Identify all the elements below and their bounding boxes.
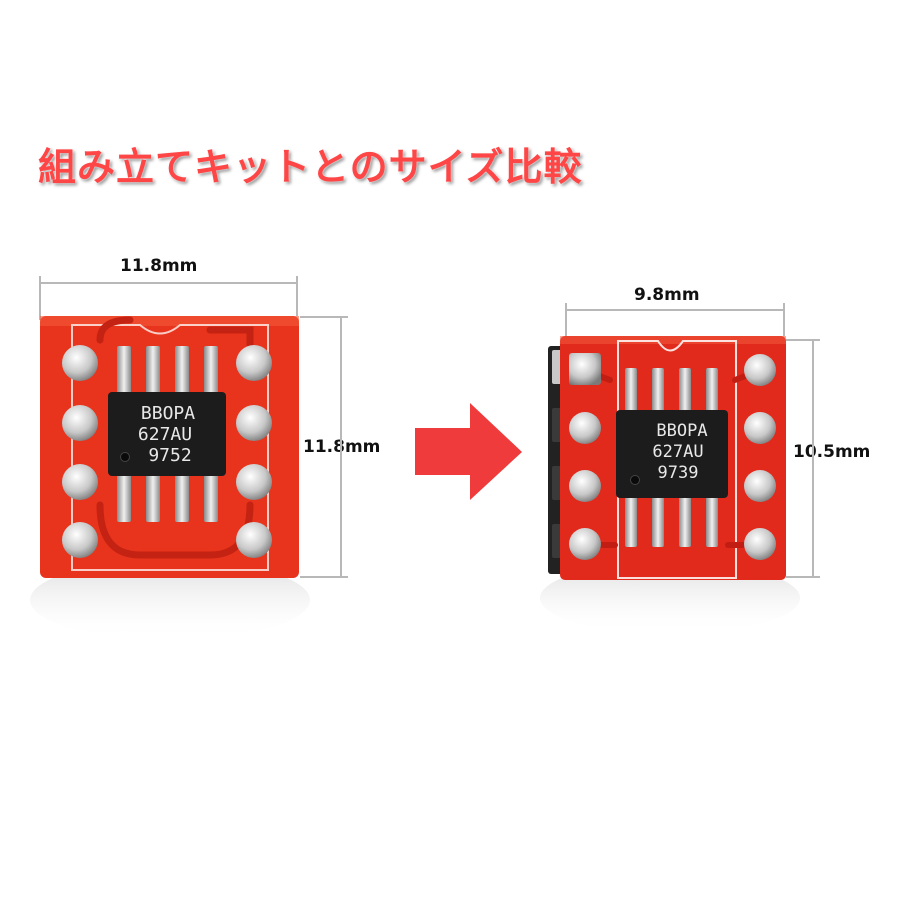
left-chip-line-3: 9752 [148,445,191,466]
right-chip-line-3: 9739 [658,463,699,483]
left-width-dimension [39,276,298,320]
left-chip-bottom-pins [117,472,218,522]
left-width-label: 11.8mm [120,256,198,276]
arrow-right-icon [415,403,522,500]
left-chip-top-pins [117,346,218,394]
left-chip-line-1: BBOPA [141,403,195,424]
right-chip-top-pins [625,368,718,412]
left-pcb: BBOPA 627AU 9752 [30,316,310,640]
right-pcb: BBOPA 627AU 9739 [540,336,800,634]
left-through-hole-pads [62,345,272,558]
page-title: 組み立てキットとのサイズ比較 [38,145,583,189]
left-height-dimension [300,316,348,578]
right-through-hole-pads [569,353,776,560]
right-width-dimension [565,303,785,340]
left-chip-line-2: 627AU [138,424,192,445]
right-chip-bottom-pins [625,495,718,547]
right-chip-line-2: 627AU [652,442,703,462]
right-chip-line-1: BBOPA [656,421,707,441]
right-width-label: 9.8mm [634,285,700,305]
left-chip [108,392,226,476]
right-height-dimension [786,339,820,578]
right-chip [616,410,728,498]
